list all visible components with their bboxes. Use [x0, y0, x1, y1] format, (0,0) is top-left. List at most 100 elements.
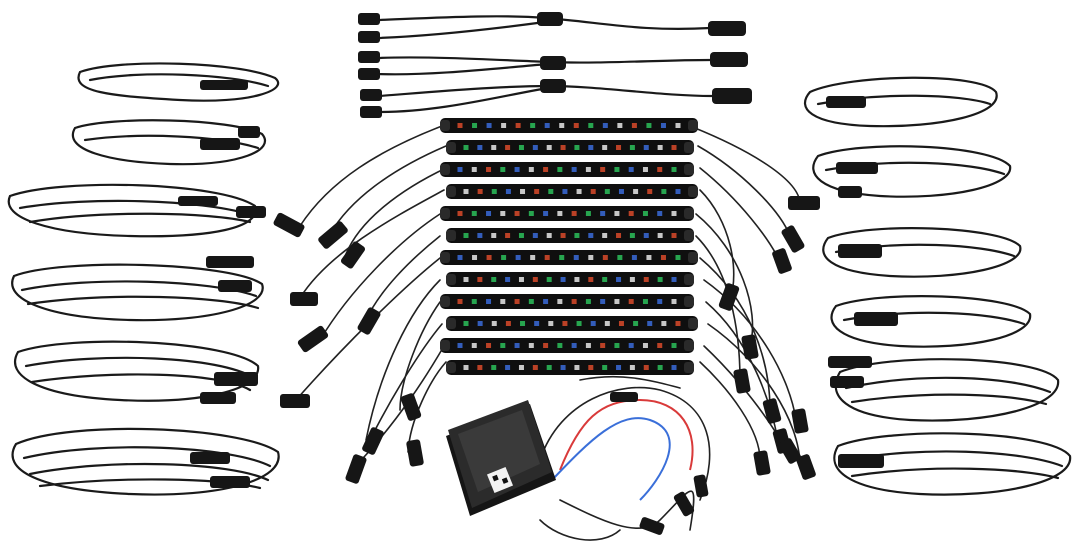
led-chip: [532, 277, 538, 282]
led-chip: [534, 189, 540, 194]
led-strip: [440, 206, 694, 221]
led-chip: [560, 365, 566, 370]
led-chip: [560, 145, 566, 150]
led-chip: [500, 299, 506, 304]
led-chip: [471, 211, 477, 216]
led-chip: [675, 123, 681, 128]
led-chip: [557, 299, 563, 304]
led-chip: [491, 277, 497, 282]
led-chip: [477, 189, 483, 194]
led-chip: [576, 321, 582, 326]
coiled-cable: [812, 145, 1012, 198]
led-chip: [515, 123, 521, 128]
led-chip: [573, 123, 579, 128]
led-chip: [463, 233, 469, 238]
strip-leads-left: [273, 125, 447, 484]
coiled-cable: [11, 427, 280, 496]
led-chip: [576, 189, 582, 194]
led-chip: [543, 299, 549, 304]
led-chip: [528, 343, 534, 348]
led-chip: [585, 343, 591, 348]
led-chip: [534, 321, 540, 326]
led-chip: [657, 277, 663, 282]
led-chip: [546, 145, 552, 150]
led-chip: [491, 233, 497, 238]
led-chip: [588, 277, 594, 282]
led-chip: [600, 299, 606, 304]
led-chip: [501, 123, 507, 128]
led-chip: [457, 123, 463, 128]
led-chip: [588, 145, 594, 150]
led-chip: [671, 233, 677, 238]
led-chip: [543, 167, 549, 172]
led-chip: [602, 255, 608, 260]
led-chip: [486, 255, 492, 260]
led-chip: [571, 167, 577, 172]
led-chip: [500, 343, 506, 348]
led-chip: [647, 189, 653, 194]
led-chip: [633, 189, 639, 194]
led-chip: [574, 233, 580, 238]
led-chip: [661, 321, 667, 326]
led-chip: [646, 255, 652, 260]
led-chip: [657, 233, 663, 238]
led-chip: [562, 189, 568, 194]
led-chip: [559, 123, 565, 128]
led-chip: [642, 299, 648, 304]
led-chip: [590, 189, 596, 194]
led-chip: [457, 167, 463, 172]
y-splitter-group: [358, 12, 752, 118]
led-chip: [472, 255, 478, 260]
led-chip: [505, 277, 511, 282]
led-chip: [520, 189, 526, 194]
led-chip: [505, 365, 511, 370]
coiled-cable: [77, 62, 280, 102]
led-chip: [616, 233, 622, 238]
led-chip: [514, 167, 520, 172]
led-chip: [574, 365, 580, 370]
led-chip: [500, 211, 506, 216]
led-chip: [491, 189, 497, 194]
led-chip: [463, 189, 469, 194]
coiled-cable: [7, 183, 266, 238]
led-chip: [530, 255, 536, 260]
led-chip: [628, 211, 634, 216]
led-chip: [571, 343, 577, 348]
led-chip: [643, 233, 649, 238]
led-chip: [600, 211, 606, 216]
led-chip: [614, 211, 620, 216]
led-chip: [657, 299, 663, 304]
led-chip: [528, 299, 534, 304]
led-chip: [643, 145, 649, 150]
led-chip: [505, 233, 511, 238]
coiled-cable: [71, 119, 267, 166]
led-chip: [546, 277, 552, 282]
led-chip: [557, 167, 563, 172]
strip-leads-right: [689, 125, 820, 480]
led-chip: [618, 189, 624, 194]
led-chip: [557, 343, 563, 348]
led-chip: [604, 321, 610, 326]
led-chip: [629, 277, 635, 282]
led-chip: [560, 233, 566, 238]
led-chip: [585, 167, 591, 172]
led-chip: [528, 167, 534, 172]
led-chip: [505, 321, 511, 326]
led-chip: [560, 277, 566, 282]
led-chip: [514, 343, 520, 348]
led-strip: [446, 140, 694, 155]
led-chip: [671, 277, 677, 282]
led-chip: [518, 233, 524, 238]
led-chip: [675, 255, 681, 260]
led-chip: [614, 343, 620, 348]
y-splitter-cable: [358, 12, 746, 43]
led-chip: [588, 255, 594, 260]
led-chip: [588, 123, 594, 128]
coiled-cable: [833, 432, 1072, 496]
led-chip: [457, 299, 463, 304]
led-chip: [546, 365, 552, 370]
led-chip: [617, 123, 623, 128]
led-chip: [629, 233, 635, 238]
led-chip: [633, 321, 639, 326]
